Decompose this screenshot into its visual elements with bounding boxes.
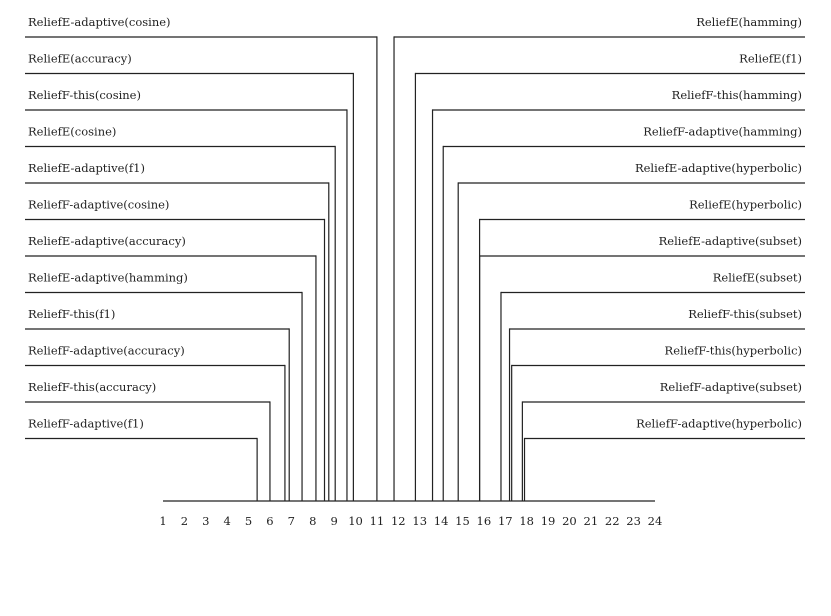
method-label: ReliefE-adaptive(f1) (28, 161, 145, 175)
tick-label: 6 (266, 514, 273, 528)
method-label: ReliefF-this(subset) (688, 307, 802, 321)
tick-label: 7 (288, 514, 295, 528)
tick-label: 16 (477, 514, 492, 528)
method-label: ReliefF-adaptive(hyperbolic) (636, 417, 802, 431)
method-label: ReliefE-adaptive(hamming) (28, 271, 188, 285)
tick-label: 15 (455, 514, 470, 528)
method-label: ReliefE(hyperbolic) (689, 198, 802, 212)
method-label: ReliefE(accuracy) (28, 52, 132, 66)
method-label: ReliefF-adaptive(cosine) (28, 198, 169, 212)
tick-label: 2 (181, 514, 188, 528)
tick-label: 21 (584, 514, 599, 528)
tick-label: 9 (330, 514, 337, 528)
method-label: ReliefE-adaptive(subset) (659, 234, 802, 248)
tick-label: 4 (224, 514, 231, 528)
tick-label: 19 (541, 514, 556, 528)
tick-label: 20 (562, 514, 577, 528)
method-label: ReliefF-adaptive(accuracy) (28, 344, 185, 358)
tick-label: 14 (434, 514, 449, 528)
method-label: ReliefF-adaptive(subset) (660, 380, 802, 394)
method-label: ReliefE-adaptive(cosine) (28, 15, 171, 29)
method-label: ReliefE(cosine) (28, 125, 116, 139)
tick-label: 13 (412, 514, 427, 528)
method-label: ReliefF-adaptive(f1) (28, 417, 144, 431)
right-methods: ReliefE(hamming) ReliefE(f1) ReliefF-this(… (393, 15, 805, 501)
method-label: ReliefF-this(cosine) (28, 88, 141, 102)
method-label: ReliefF-this(accuracy) (28, 380, 156, 394)
method-label: ReliefE-adaptive(hyperbolic) (635, 161, 802, 175)
tick-label: 18 (519, 514, 534, 528)
tick-label: 10 (348, 514, 363, 528)
tick-label: 24 (648, 514, 663, 528)
method-label: ReliefF-this(hyperbolic) (665, 344, 802, 358)
tick-label: 22 (605, 514, 620, 528)
tick-label: 17 (498, 514, 513, 528)
method-label: ReliefE-adaptive(accuracy) (28, 234, 186, 248)
tick-label: 5 (245, 514, 252, 528)
left-methods: ReliefE-adaptive(cosine) ReliefE(accuracy… (25, 15, 378, 501)
method-label: ReliefE(hamming) (696, 15, 802, 29)
method-label: ReliefF-this(f1) (28, 307, 115, 321)
method-label: ReliefE(f1) (739, 52, 802, 66)
method-label: ReliefE(subset) (713, 271, 802, 285)
method-label: ReliefF-adaptive(hamming) (643, 125, 802, 139)
tick-label: 12 (391, 514, 406, 528)
tick-label: 11 (370, 514, 385, 528)
tick-label: 23 (626, 514, 641, 528)
tick-label: 3 (202, 514, 209, 528)
method-label: ReliefF-this(hamming) (672, 88, 802, 102)
tick-label: 1 (159, 514, 166, 528)
tick-label: 8 (309, 514, 316, 528)
